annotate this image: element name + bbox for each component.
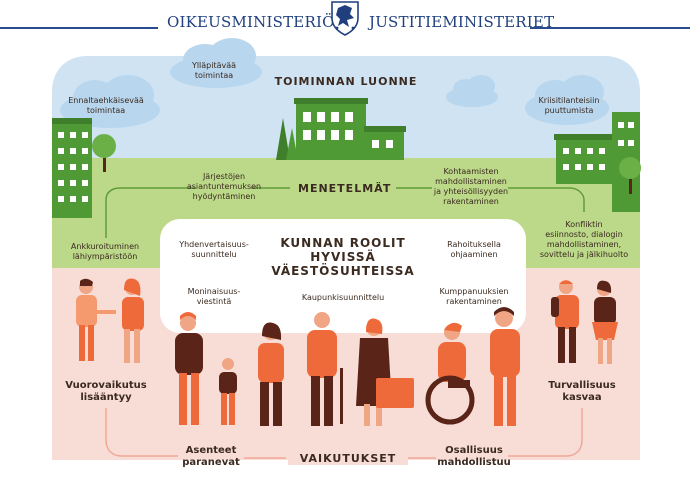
role-partnership: Kumppanuuksien rakentaminen: [439, 287, 509, 306]
building-icon: [554, 112, 640, 212]
person-figure: [219, 358, 237, 425]
role-funding: Rahoituksella ohjaaminen: [447, 240, 501, 259]
cloud-icon: [60, 75, 160, 128]
tree-icon: [276, 118, 298, 160]
section-heading-nature: TOIMINNAN LUONNE: [274, 75, 418, 88]
person-figure: [592, 280, 618, 364]
method-conflict: Konfliktin esiinnosto, dialogin mahdolli…: [539, 220, 629, 259]
person-figure: [551, 280, 579, 363]
effect-participation: Osallisuus mahdollistuu: [437, 445, 511, 468]
building-icon: [52, 118, 92, 218]
connector-lines: [105, 408, 583, 459]
person-figure: [307, 312, 343, 426]
method-meetings: Kohtaamisten mahdollistaminen ja yhteisö…: [433, 167, 509, 206]
nature-maintaining: Ylläpitävää toimintaa: [191, 61, 237, 80]
cloud-icon: [446, 75, 498, 107]
header-rule-left: [0, 27, 158, 29]
method-anchoring: Ankkuroituminen lähiympäristöön: [70, 242, 140, 261]
person-figure: [122, 278, 144, 363]
ministry-title-fi: OIKEUSMINISTERIÖ: [167, 13, 335, 31]
role-diversity: Moninaisuus- viestintä: [187, 287, 241, 306]
nature-crisis: Kriisitilanteisiin puuttumista: [538, 96, 600, 115]
tree-icon: [619, 157, 641, 194]
nature-preventive: Ennaltaehkäisevää toimintaa: [68, 96, 144, 115]
roles-panel: [160, 219, 526, 333]
person-figure: [175, 312, 203, 425]
section-heading-methods: MENETELMÄT: [292, 182, 396, 195]
effect-safety: Turvallisuus kasvaa: [548, 380, 616, 403]
header-rule-right: [530, 27, 690, 29]
person-figure: [356, 318, 414, 426]
center-title: KUNNAN ROOLIT HYVISSÄ VÄESTÖSUHTEISSA: [271, 236, 415, 278]
person-figure: [490, 307, 520, 426]
coat-of-arms-icon: [331, 1, 359, 36]
tree-icon: [92, 134, 116, 172]
connector-lines: [105, 187, 585, 238]
section-heading-effects: VAIKUTUKSET: [288, 452, 408, 465]
effect-interaction: Vuorovaikutus lisääntyy: [65, 380, 147, 403]
role-urban: Kaupunkisuunnittelu: [301, 293, 385, 302]
person-figure: [258, 322, 284, 426]
cloud-icon: [170, 38, 262, 88]
person-figure: [76, 278, 116, 361]
effect-attitudes: Asenteet paranevat: [182, 445, 240, 468]
cloud-icon: [525, 75, 609, 125]
ministry-title-sv: JUSTITIEMINISTERIET: [369, 13, 555, 31]
method-expertise: Järjestöjen asiantuntemuksen hyödyntämin…: [186, 172, 262, 201]
building-icon: [294, 98, 406, 160]
role-equality: Yhdenvertaisuus- suunnittelu: [179, 240, 249, 259]
person-figure: [425, 322, 475, 425]
